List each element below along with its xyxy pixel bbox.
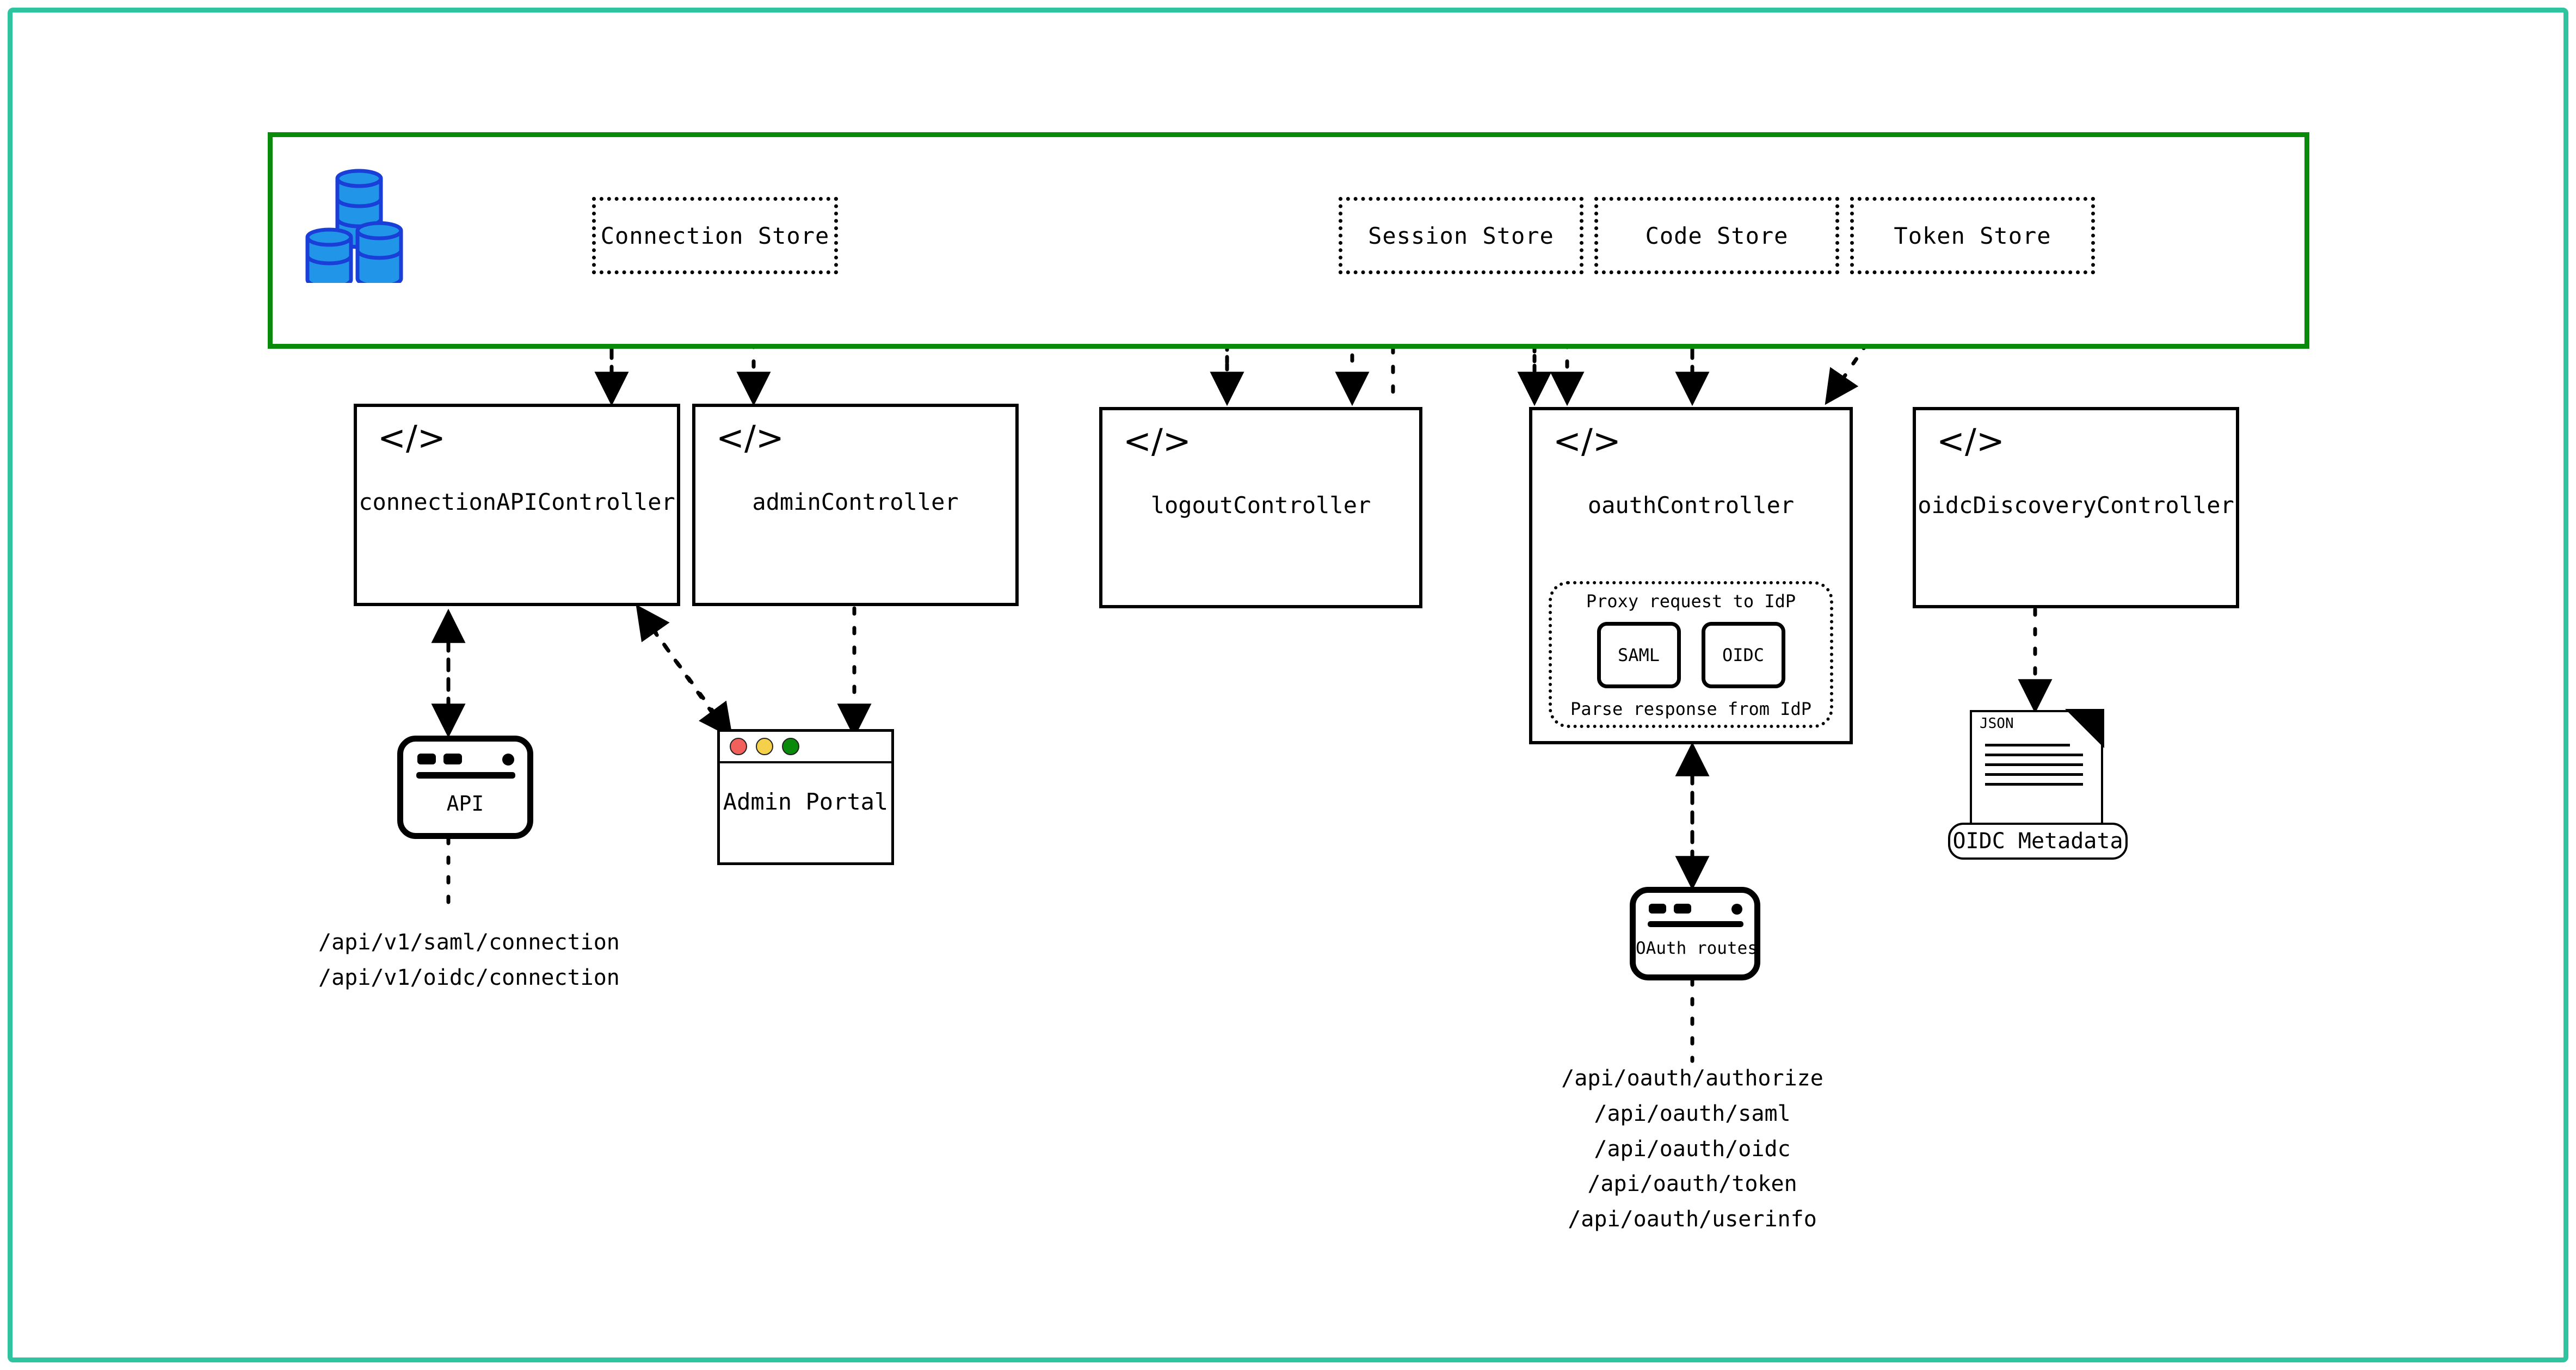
doc-text-line xyxy=(1985,754,2083,756)
store-code-label: Code Store xyxy=(1645,222,1789,249)
doc-text-line xyxy=(1985,783,2083,786)
json-tag-label: JSON xyxy=(1980,715,2014,732)
api-node-label: API xyxy=(446,792,484,816)
controller-logout-label: logoutController xyxy=(1150,492,1371,519)
browser-titlebar xyxy=(720,732,891,763)
controller-connection-api[interactable]: </> connectionAPIController xyxy=(354,404,680,606)
admin-portal-label: Admin Portal xyxy=(723,788,889,815)
endpoint-path: /api/v1/saml/connection xyxy=(318,930,620,955)
controller-admin-label: adminController xyxy=(752,489,959,515)
endpoint-path: /api/oauth/saml xyxy=(1594,1101,1791,1126)
controller-connection-api-label: connectionAPIController xyxy=(359,489,675,515)
window-control-dot xyxy=(1731,904,1742,915)
idp-protocol-pills: SAML OIDC xyxy=(1597,622,1785,688)
store-token[interactable]: Token Store xyxy=(1850,197,2095,274)
database-stack-icon xyxy=(305,169,441,289)
code-brackets-icon: </> xyxy=(716,418,784,458)
store-connection-label: Connection Store xyxy=(600,222,830,249)
code-brackets-icon: </> xyxy=(1553,421,1621,461)
traffic-light-red xyxy=(730,738,747,755)
store-token-label: Token Store xyxy=(1894,222,2051,249)
api-node[interactable]: API xyxy=(397,736,533,839)
endpoint-path: /api/oauth/userinfo xyxy=(1568,1207,1817,1232)
protocol-pill-saml[interactable]: SAML xyxy=(1597,622,1681,688)
oauth-routes-node[interactable]: OAuth routes xyxy=(1630,887,1760,980)
endpoint-path: /api/oauth/authorize xyxy=(1561,1066,1823,1091)
idp-parse-caption: Parse response from IdP xyxy=(1570,699,1812,719)
doc-text-line xyxy=(1985,773,2083,776)
controller-oauth-label: oauthController xyxy=(1587,492,1795,519)
traffic-light-green xyxy=(782,738,799,755)
doc-text-line xyxy=(1985,744,2070,746)
idp-proxy-group: Proxy request to IdP SAML OIDC Parse res… xyxy=(1549,581,1833,728)
doc-text-line xyxy=(1985,763,2083,766)
protocol-pill-saml-label: SAML xyxy=(1617,645,1660,665)
controller-logout[interactable]: </> logoutController xyxy=(1099,407,1422,608)
code-brackets-icon: </> xyxy=(1937,421,2005,461)
protocol-pill-oidc[interactable]: OIDC xyxy=(1701,622,1785,688)
oauth-routes-label: OAuth routes xyxy=(1636,939,1758,958)
controller-oidc-discovery[interactable]: </> oidcDiscoveryController xyxy=(1913,407,2239,608)
window-control-dot xyxy=(1649,904,1666,914)
store-session[interactable]: Session Store xyxy=(1339,197,1583,274)
idp-proxy-caption: Proxy request to IdP xyxy=(1586,591,1796,612)
controller-oidc-discovery-label: oidcDiscoveryController xyxy=(1918,492,2234,519)
code-brackets-icon: </> xyxy=(1123,421,1191,461)
window-control-dot xyxy=(417,754,436,764)
window-control-dot xyxy=(1674,904,1691,914)
admin-portal-node[interactable]: Admin Portal xyxy=(717,729,894,865)
endpoint-path: /api/oauth/token xyxy=(1587,1171,1797,1197)
store-connection[interactable]: Connection Store xyxy=(592,197,838,274)
endpoint-path: /api/v1/oidc/connection xyxy=(318,965,620,990)
endpoint-path: /api/oauth/oidc xyxy=(1594,1136,1791,1162)
window-control-dot xyxy=(443,754,462,764)
window-address-bar xyxy=(1648,921,1743,927)
oidc-metadata-label-pill[interactable]: OIDC Metadata xyxy=(1948,823,2128,860)
oidc-metadata-label: OIDC Metadata xyxy=(1952,829,2123,854)
diagram-outer-frame xyxy=(8,8,2568,1362)
code-brackets-icon: </> xyxy=(378,418,446,458)
controller-admin[interactable]: </> adminController xyxy=(692,404,1019,606)
store-code[interactable]: Code Store xyxy=(1594,197,1839,274)
controller-oauth[interactable]: </> oauthController Proxy request to IdP… xyxy=(1529,407,1853,744)
window-address-bar xyxy=(416,772,515,779)
protocol-pill-oidc-label: OIDC xyxy=(1722,645,1765,665)
oauth-endpoints: /api/oauth/authorize /api/oauth/saml /ap… xyxy=(1502,1061,1883,1237)
connection-api-endpoints: /api/v1/saml/connection /api/v1/oidc/con… xyxy=(318,925,699,996)
traffic-light-yellow xyxy=(756,738,773,755)
window-control-dot xyxy=(502,754,514,766)
store-session-label: Session Store xyxy=(1368,222,1554,249)
